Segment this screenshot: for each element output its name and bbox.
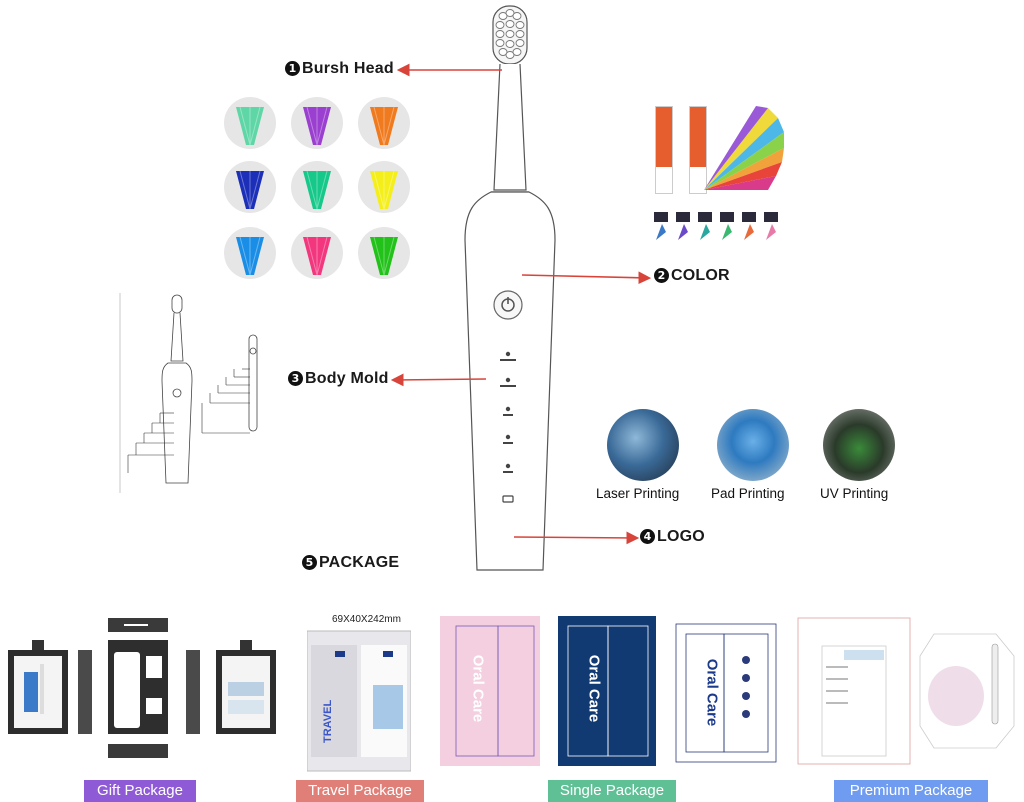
pantone-color-guide: [652, 102, 784, 194]
pad-printing-photo: [717, 409, 789, 481]
bristle-color-sample: [291, 161, 343, 213]
bristle-color-sample: [358, 227, 410, 279]
travel-dimensions: 69X40X242mm: [332, 614, 401, 625]
callout-arrows: [390, 63, 652, 545]
callout-text: Bursh Head: [302, 60, 394, 77]
premium-package-artwork: [797, 617, 1015, 765]
gift-package-artwork: [8, 618, 276, 758]
callout-number: 5: [302, 555, 317, 570]
callout-number: 3: [288, 371, 303, 386]
print-label-uv: UV Printing: [820, 486, 889, 501]
callout-number: 4: [640, 529, 655, 544]
uv-printing-photo: [823, 409, 895, 481]
body-mold-technical-drawing: [119, 293, 258, 493]
pantone-book-icon: [689, 106, 707, 194]
bristle-color-sample: [224, 227, 276, 279]
package-label-travel: Travel Package: [296, 780, 424, 802]
bristle-color-sample: [224, 161, 276, 213]
oral-care-text-pink: Oral Care: [469, 654, 487, 723]
print-label-pad: Pad Printing: [711, 486, 785, 501]
callout-text: PACKAGE: [319, 554, 400, 571]
single-package-artwork: [440, 616, 777, 766]
callout-text: Body Mold: [305, 370, 389, 387]
bristle-color-sample: [358, 97, 410, 149]
callout-text: COLOR: [671, 267, 730, 284]
callout-number: 2: [654, 268, 669, 283]
color-variant-brushes: [654, 212, 778, 240]
callout-text: LOGO: [657, 528, 705, 545]
package-label-single: Single Package: [548, 780, 676, 802]
package-label-premium: Premium Package: [834, 780, 988, 802]
bristle-color-sample: [291, 227, 343, 279]
toothbrush-outline: [464, 5, 556, 571]
pantone-book-icon: [655, 106, 673, 194]
bristle-color-sample: [224, 97, 276, 149]
travel-package-artwork: TRAVEL: [307, 630, 411, 772]
travel-box-text: TRAVEL: [322, 700, 334, 743]
oral-care-text-white: Oral Care: [703, 658, 721, 727]
bristle-color-sample: [291, 97, 343, 149]
bristle-color-sample: [358, 161, 410, 213]
oral-care-text-blue: Oral Care: [585, 654, 603, 723]
print-label-laser: Laser Printing: [596, 486, 680, 501]
laser-printing-photo: [607, 409, 679, 481]
package-label-gift: Gift Package: [84, 780, 196, 802]
color-fan-icon: [704, 106, 784, 190]
callout-number: 1: [285, 61, 300, 76]
